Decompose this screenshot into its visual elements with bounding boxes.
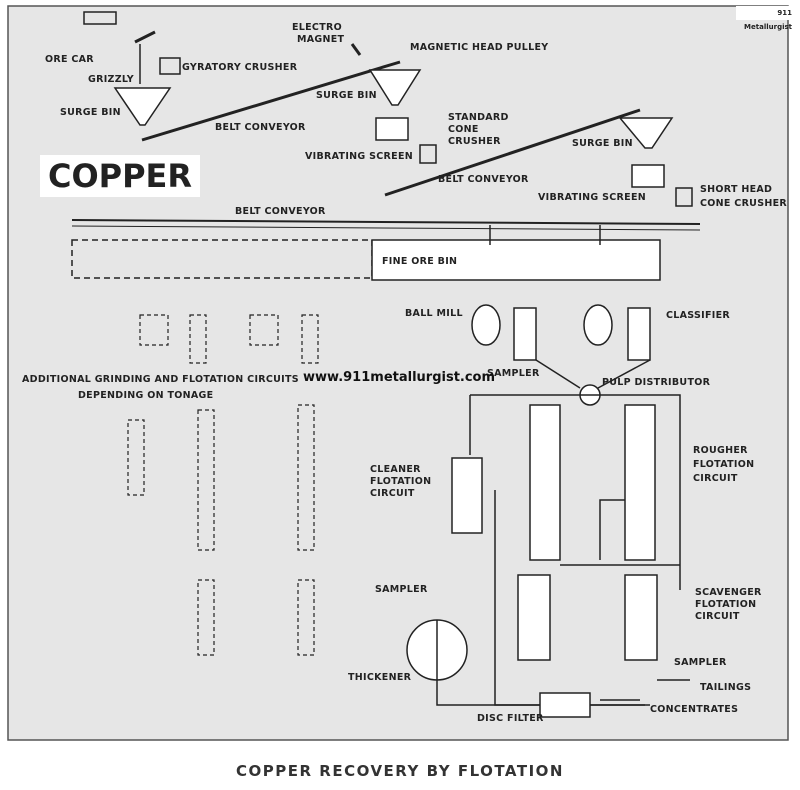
label-scavenger-circuit: SCAVENGER: [695, 587, 762, 598]
label-ore-car: ORE CAR: [45, 54, 94, 65]
label-additional-circuits: ADDITIONAL GRINDING AND FLOTATION CIRCUI…: [22, 374, 299, 385]
label-electro-magnet: ELECTRO: [292, 22, 342, 33]
label-concentrates: CONCENTRATES: [650, 704, 738, 715]
belt-conveyor-2: [384, 108, 641, 197]
belt-conveyor-3: [71, 219, 701, 225]
label-vibrating-screen: VIBRATING SCREEN: [538, 192, 646, 203]
label-gyratory-crusher: GYRATORY CRUSHER: [182, 62, 298, 73]
product-lines: [436, 679, 690, 706]
ball-mill-2: [583, 304, 613, 346]
label-fine-ore-bin: FINE ORE BIN: [382, 256, 457, 267]
label-short-head-cone-crusher: CONE CRUSHER: [700, 198, 787, 209]
label-scavenger-circuit: FLOTATION: [695, 599, 756, 610]
cleaner-cells: [451, 457, 483, 534]
classifier-1: [513, 307, 537, 361]
diagram-title: COPPER RECOVERY BY FLOTATION: [236, 762, 564, 780]
label-rougher-circuit: CIRCUIT: [693, 473, 738, 484]
ball-mill-1: [471, 304, 501, 346]
label-pulp-distributor: PULP DISTRIBUTOR: [602, 377, 711, 388]
label-sampler: SAMPLER: [674, 657, 727, 668]
label-cleaner-circuit: CLEANER: [370, 464, 421, 475]
surge-bin-3: [618, 117, 674, 149]
short-head-cone-crusher: [675, 187, 693, 207]
label-electro-magnet: MAGNET: [297, 34, 345, 45]
label-thickener: THICKENER: [348, 672, 412, 683]
label-disc-filter: DISC FILTER: [477, 713, 544, 724]
label-surge-bin: SURGE BIN: [572, 138, 633, 149]
label-rougher-circuit: FLOTATION: [693, 459, 754, 470]
logo: 911 Metallurgist: [736, 6, 794, 31]
surge-bin-2: [368, 69, 422, 106]
label-belt-conveyor: BELT CONVEYOR: [438, 174, 529, 185]
label-standard-cone-crusher: STANDARD: [448, 112, 509, 123]
standard-cone-crusher: [419, 144, 437, 164]
label-classifier: CLASSIFIER: [666, 310, 730, 321]
gyratory-crusher: [159, 57, 181, 75]
website-url: www.911metallurgist.com: [303, 370, 496, 385]
electro-magnet: [350, 43, 362, 56]
label-sampler: SAMPLER: [487, 368, 540, 379]
label-short-head-cone-crusher: SHORT HEAD: [700, 184, 772, 195]
fine-ore-bin-extension: [71, 239, 373, 279]
label-cleaner-circuit: FLOTATION: [370, 476, 431, 487]
label-surge-bin: SURGE BIN: [316, 90, 377, 101]
label-vibrating-screen: VIBRATING SCREEN: [305, 151, 413, 162]
rougher-bank-2: [624, 404, 656, 561]
classifier-2: [627, 307, 651, 361]
surge-bin-1: [113, 87, 172, 126]
label-belt-conveyor: BELT CONVEYOR: [215, 122, 306, 133]
vibrating-screen-2: [631, 164, 665, 188]
label-standard-cone-crusher: CRUSHER: [448, 136, 501, 147]
label-additional-circuits: DEPENDING ON TONAGE: [78, 390, 213, 401]
grizzly: [134, 30, 156, 44]
scavenger-bank-2: [624, 574, 658, 661]
vibrating-screen-1: [375, 117, 409, 141]
belt-conveyor-1: [141, 60, 401, 142]
flow-line: [535, 359, 651, 389]
copper-banner: COPPER: [40, 155, 200, 197]
rougher-bank-1: [529, 404, 561, 561]
label-ball-mill: BALL MILL: [405, 308, 463, 319]
label-belt-conveyor: BELT CONVEYOR: [235, 206, 326, 217]
scavenger-bank-1: [517, 574, 551, 661]
label-rougher-circuit: ROUGHER: [693, 445, 748, 456]
label-scavenger-circuit: CIRCUIT: [695, 611, 740, 622]
label-grizzly: GRIZZLY: [88, 74, 134, 85]
fine-ore-bin: [371, 239, 661, 281]
label-tailings: TAILINGS: [700, 682, 751, 693]
label-cleaner-circuit: CIRCUIT: [370, 488, 415, 499]
label-surge-bin: SURGE BIN: [60, 107, 121, 118]
ore-car: [83, 11, 117, 25]
additional-circuits: [127, 314, 319, 656]
label-magnetic-head-pulley: MAGNETIC HEAD PULLEY: [410, 42, 548, 53]
label-sampler: SAMPLER: [375, 584, 428, 595]
label-standard-cone-crusher: CONE: [448, 124, 479, 135]
